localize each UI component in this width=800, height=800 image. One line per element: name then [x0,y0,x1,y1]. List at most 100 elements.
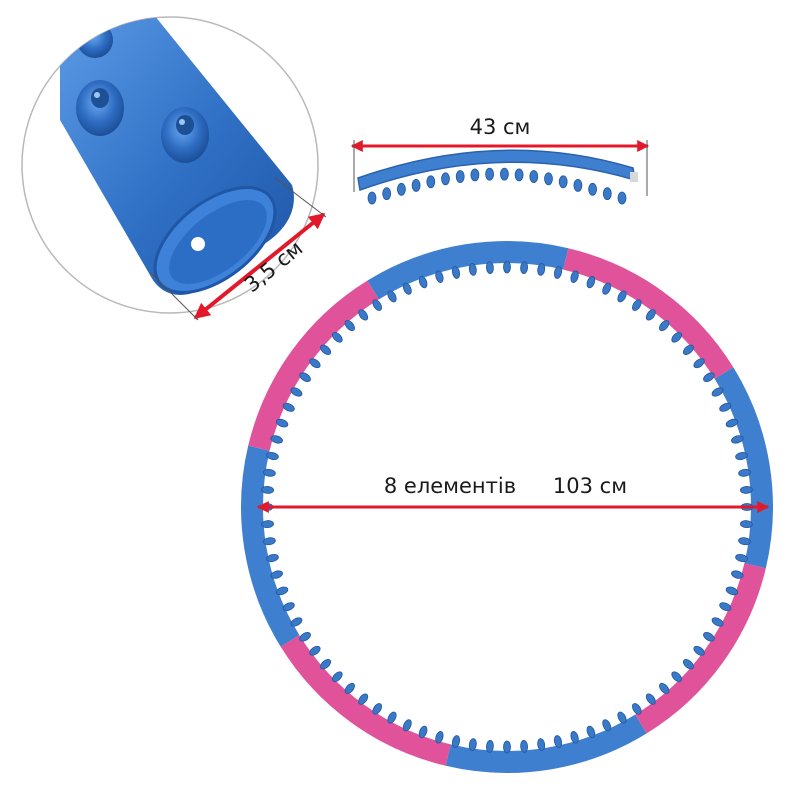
hoop-knob [387,290,397,303]
hoop-knob [738,468,751,477]
hoop-knob [602,282,612,295]
segment-knob [470,168,480,182]
hoop-knob [731,570,744,579]
hoop-knob [632,299,642,311]
hoop-knob [719,602,732,612]
extension-line [274,177,327,218]
massage-knob [161,107,209,163]
hoop-knob [275,586,289,596]
hoop-knob [645,309,656,321]
hoop-segment [563,248,734,379]
hoop-knob [282,602,295,612]
hoop-knob [711,387,724,397]
hoop-knob [266,553,279,563]
hoop-knob [263,537,276,546]
segment-knob [367,191,377,205]
segment-knob [426,175,436,189]
hoop-knob [740,485,753,494]
hoop-knob [270,570,283,579]
hoop-knob [344,682,355,694]
hoop-knob [738,537,751,546]
segment-knobs [367,167,627,205]
hoop-segment [445,714,647,773]
segment-knob [455,170,465,183]
segment-knob [411,178,421,192]
hoop-knob [731,435,744,444]
hoop-knob [331,671,343,683]
segment-knob [499,167,509,181]
hoop-knob [503,740,511,754]
hoop-knob [275,418,289,428]
segment-knob [382,187,392,201]
hoop-knob [711,617,724,627]
hoop-knob [485,261,494,274]
hoop-knob [735,553,748,563]
segment-knob [602,187,612,201]
segment-knob [617,191,627,205]
hoop-knob [632,703,642,715]
massage-knob [76,80,124,136]
hoop-knob [735,451,748,461]
hoop-knob [290,387,303,397]
hoop-diameter-label: 103 см [553,474,627,498]
hoop-knob [418,275,428,289]
hoop-knob [344,320,355,332]
hoop-knob [387,711,397,724]
hoop-segment [241,445,300,647]
hoop-knob [682,344,694,355]
hoop-knob [309,358,321,369]
hoop-knob [320,659,332,670]
hoop-knob [659,682,670,694]
hoop-knob [586,725,596,739]
segment-knob [529,170,539,183]
hoop-knob [671,671,683,683]
segment-knob [441,172,450,186]
hoop-knob [586,275,596,289]
massage-knob [77,22,113,58]
hoop-knob [435,731,444,744]
hoop-knob [553,266,563,279]
segment-knob [485,167,495,181]
hoop-knob [659,320,670,332]
hoop-knob [418,725,428,739]
hoop-knob [372,703,382,715]
single-segment: 43 см [350,115,650,205]
hoop-knob [358,309,369,321]
hoop-knob [682,659,694,670]
hoop-knob [290,617,303,627]
segment-length-label: 43 см [470,115,531,139]
hoop-knob [570,731,579,744]
hoop-knob [372,299,382,311]
segment-knob [573,178,583,192]
hula-hoop: 8 елементів 103 см [241,241,773,773]
hoop-knob [570,270,579,283]
hoop-knob [402,282,412,295]
hoop-segment [367,241,569,300]
segment-knob [588,182,597,196]
hoop-knob [671,331,683,343]
hoop-knob [263,468,276,477]
hoop-knob [719,402,732,412]
tube-closeup: 3,5 см [21,16,327,321]
hoop-knob [299,372,311,382]
segment-knob [514,168,524,182]
hoop-knob [645,693,656,705]
hoop-knob [468,738,477,751]
hoop-knob [537,263,546,276]
hoop-knob [725,586,739,596]
elements-count-label: 8 елементів [384,474,516,498]
hoop-knob [503,260,511,274]
hoop-knob [358,693,369,705]
hoop-knob [703,632,715,642]
hoop-knob [261,485,274,494]
hoop-knob [451,735,461,748]
hoop-knob [270,435,283,444]
hoop-knob [537,738,546,751]
hoop-knob [693,645,705,656]
hoop-knob [451,266,461,279]
hoop-knob [617,711,627,724]
hoop-knob [553,735,563,748]
tube-hole [191,237,205,251]
